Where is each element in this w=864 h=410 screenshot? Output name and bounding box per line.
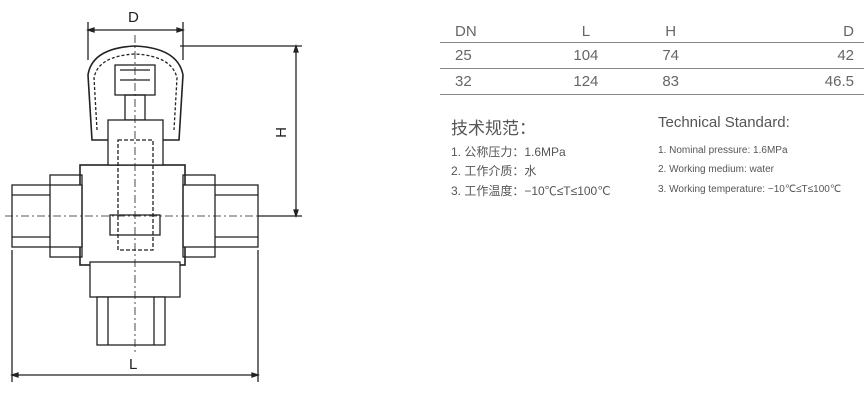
label-l: L [129,356,138,373]
cell: 42 [837,47,854,64]
label-h: H [272,127,290,138]
spec-cn-title: 技术规范： [451,119,536,138]
cell: 104 [573,47,599,64]
cell: 74 [662,47,680,64]
valve-drawing [5,22,302,382]
spec-en-item: 3. Working temperature: −10℃≤T≤100℃ [658,184,842,195]
cell: 124 [573,73,599,90]
table-header-row: DN L H D [440,20,864,43]
cell: 32 [455,73,472,90]
valve-body [5,35,265,355]
spec-cn-item: 2. 工作介质：水 [451,164,537,178]
header-h: H [665,22,677,40]
spec-en-title: Technical Standard: [658,114,790,131]
spec-en-item: 2. Working medium: water [658,164,774,175]
dimension-h [180,43,302,219]
valve-cap [87,45,184,141]
spec-cn-item: 3. 工作温度：−10℃≤T≤100℃ [451,184,611,198]
header-l: L [581,22,591,40]
cell: 46.5 [824,73,854,90]
label-d: D [128,9,139,26]
dimension-table: DN L H D 25 104 74 42 32 124 83 46.5 [440,20,864,95]
spec-en-item: 1. Nominal pressure: 1.6MPa [658,145,788,156]
cell: 83 [662,73,680,90]
header-dn: DN [455,22,477,40]
header-d: D [843,22,854,40]
table-row: 25 104 74 42 [440,43,864,69]
dimension-l [9,250,261,382]
cell: 25 [455,47,472,64]
dimension-d [85,22,186,60]
table-row: 32 124 83 46.5 [440,69,864,95]
spec-cn-item: 1. 公称压力：1.6MPa [451,145,566,159]
